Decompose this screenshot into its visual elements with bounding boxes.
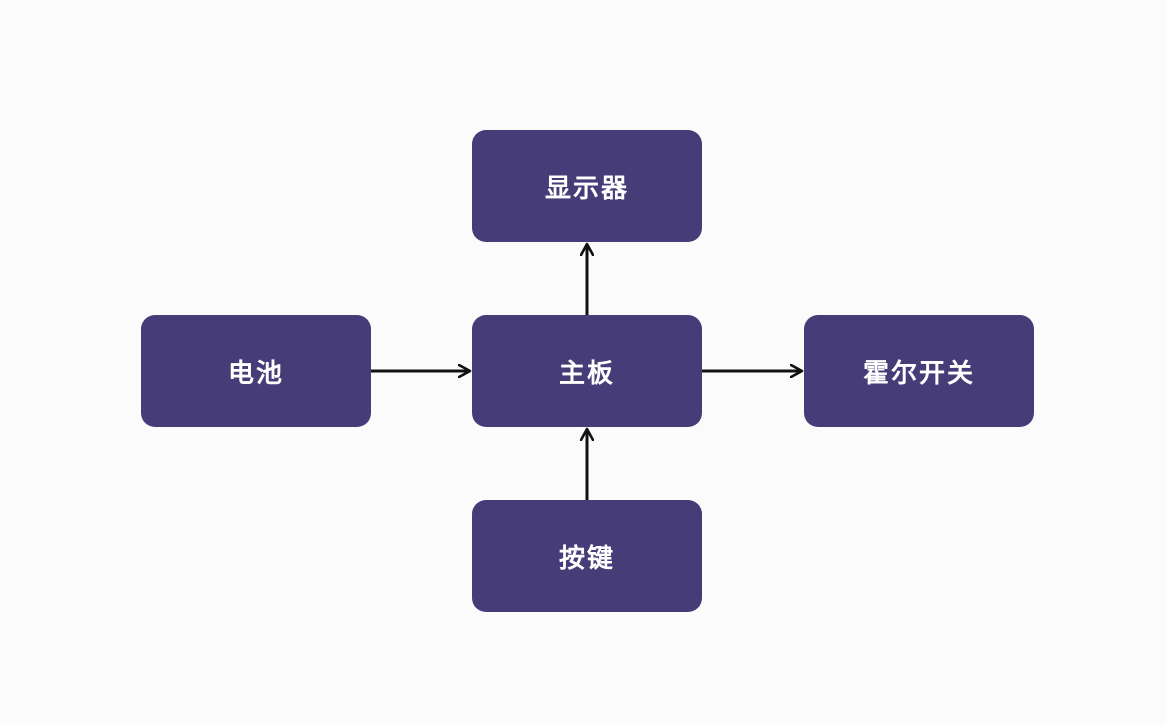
node-mainboard: 主板: [472, 315, 702, 427]
node-mainboard-label: 主板: [558, 358, 615, 389]
node-display: 显示器: [472, 130, 702, 242]
node-display-label: 显示器: [544, 173, 629, 204]
node-hall-switch: 霍尔开关: [804, 315, 1034, 427]
node-hall-switch-label: 霍尔开关: [862, 358, 975, 389]
node-keys: 按键: [472, 500, 702, 612]
node-keys-label: 按键: [558, 543, 615, 574]
node-battery-label: 电池: [227, 358, 284, 389]
node-battery: 电池: [141, 315, 371, 427]
